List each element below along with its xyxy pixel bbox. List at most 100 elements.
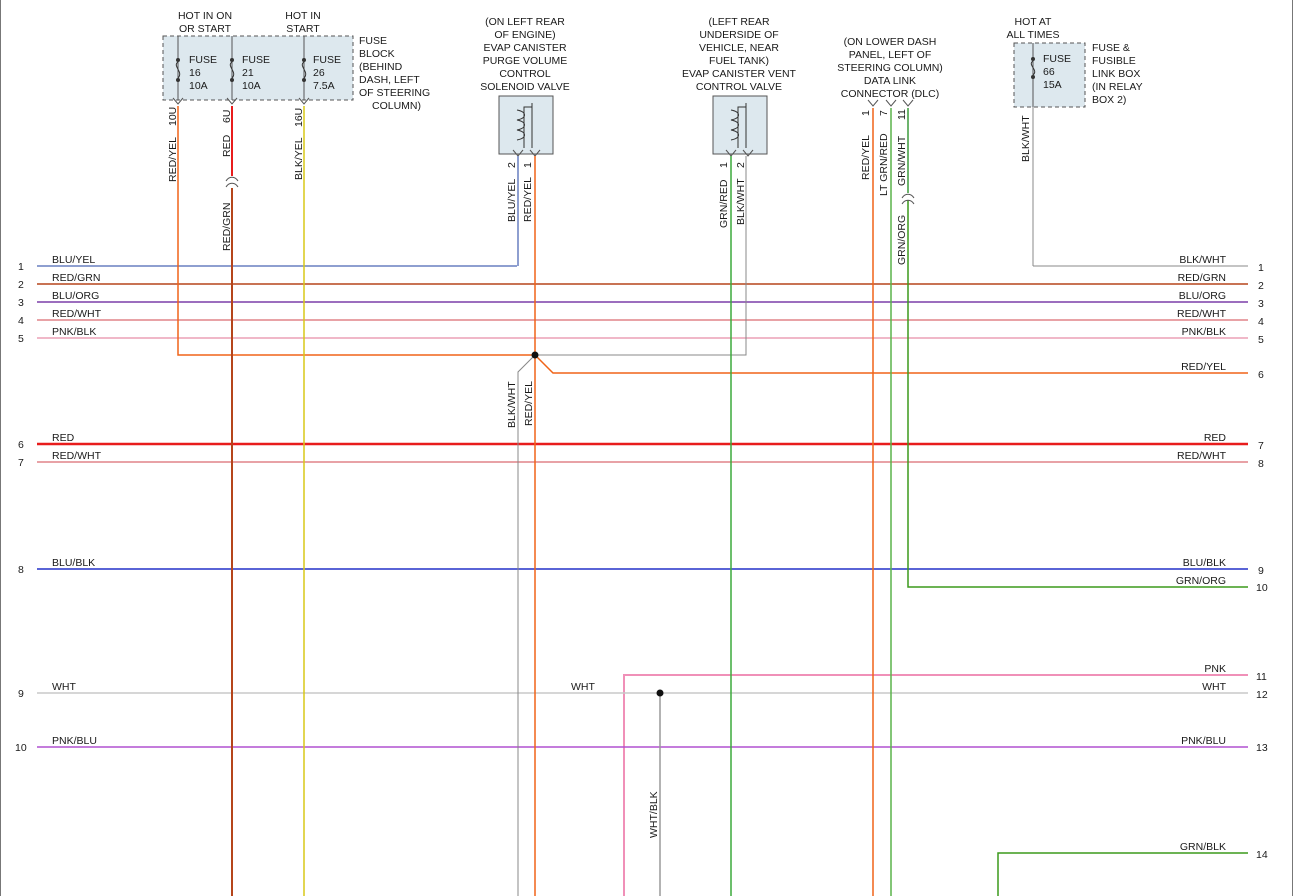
fuse66-hot-label: HOT AT: [1015, 16, 1053, 28]
wire-pnk: [623, 674, 1248, 896]
fuse-26-number: 26: [313, 67, 325, 79]
svg-text:OF ENGINE): OF ENGINE): [494, 29, 555, 41]
vent-valve-label: (LEFT REAR UNDERSIDE OF VEHICLE, NEAR FU…: [682, 16, 797, 93]
right-row-num: 9: [1258, 565, 1264, 577]
svg-text:FUSE: FUSE: [359, 35, 387, 47]
purge-wire-right-label: RED/YEL: [522, 177, 534, 222]
left-row-num: 3: [18, 297, 24, 309]
right-row-num: 8: [1258, 458, 1264, 470]
vent-wire-right-label: BLK/WHT: [735, 178, 747, 225]
right-row-label: BLU/BLK: [1183, 557, 1226, 569]
wire-grn-blk: [997, 852, 1248, 896]
right-row-labels: BLK/WHT 1 RED/GRN 2 BLU/ORG 3 RED/WHT 4 …: [1176, 254, 1268, 861]
fuse-21-rating: 10A: [242, 80, 261, 92]
right-row-num: 6: [1258, 369, 1264, 381]
right-row-label: RED/WHT: [1177, 308, 1227, 320]
right-row-label: GRN/BLK: [1180, 841, 1226, 853]
svg-text:COLUMN): COLUMN): [372, 100, 421, 112]
splice-dot: [656, 689, 664, 697]
left-row-label: RED/WHT: [52, 308, 102, 320]
connector-arrow-icon: [226, 97, 238, 105]
fuse26-hot-label: HOT IN: [285, 10, 320, 22]
fuse16-wire-label: RED/YEL: [167, 137, 179, 182]
svg-text:EVAP CANISTER VENT: EVAP CANISTER VENT: [682, 68, 797, 80]
fuse21-wire-label: RED: [221, 134, 233, 157]
fuse-16-symbol-icon: [175, 58, 181, 82]
vent-pin-2: 2: [735, 162, 747, 168]
dlc-pin-7: 7: [878, 110, 890, 116]
inline-connector-icon: [225, 176, 239, 188]
purge-wire-left-label: BLU/YEL: [506, 179, 518, 222]
right-row-label: PNK/BLK: [1182, 326, 1226, 338]
wht-blk-label: WHT/BLK: [648, 791, 660, 838]
svg-text:CONNECTOR (DLC): CONNECTOR (DLC): [841, 88, 939, 100]
inline-connector-icon: [901, 193, 915, 205]
svg-text:FUEL TANK): FUEL TANK): [709, 55, 769, 67]
purge-lower-right-label: RED/YEL: [523, 381, 535, 426]
left-row-label: WHT: [52, 681, 76, 693]
purge-solenoid-icon: [498, 95, 554, 157]
fuse-66-name: FUSE: [1043, 53, 1071, 65]
connector-arrow-icon: [867, 99, 879, 107]
right-row-num: 11: [1256, 671, 1267, 683]
left-row-label: RED: [52, 432, 75, 444]
vent-solenoid-icon: [712, 95, 768, 157]
fuse-66-rating: 15A: [1043, 79, 1062, 91]
svg-text:PANEL, LEFT OF: PANEL, LEFT OF: [849, 49, 931, 61]
left-row-label: BLU/YEL: [52, 254, 95, 266]
right-row-num: 7: [1258, 440, 1264, 452]
wire-red-yel-fuse16: [177, 106, 535, 356]
left-row-num: 7: [18, 457, 24, 469]
right-row-label: RED/WHT: [1177, 450, 1227, 462]
fuse26-hot-label: START: [286, 23, 320, 35]
connector-arrow-icon: [172, 97, 184, 105]
svg-text:BLOCK: BLOCK: [359, 48, 395, 60]
dlc-wire-11-label: GRN/WHT: [896, 135, 908, 186]
fuse-21-symbol-icon: [229, 58, 235, 82]
vent-pin-1: 1: [718, 162, 730, 168]
connector-arrow-icon: [902, 99, 914, 107]
left-row-num: 8: [18, 564, 24, 576]
left-row-num: 6: [18, 439, 24, 451]
fuse21-pin-label: 6U: [221, 110, 233, 123]
right-row-label: RED/YEL: [1181, 361, 1226, 373]
right-row-label: RED/GRN: [1178, 272, 1226, 284]
svg-text:FUSE &: FUSE &: [1092, 42, 1130, 54]
fuse-21-number: 21: [242, 67, 254, 79]
right-row-num: 4: [1258, 316, 1264, 328]
svg-text:BOX 2): BOX 2): [1092, 94, 1126, 106]
svg-text:(IN RELAY: (IN RELAY: [1092, 81, 1143, 93]
right-row-num: 10: [1256, 582, 1268, 594]
svg-text:EVAP CANISTER: EVAP CANISTER: [483, 42, 566, 54]
right-row-label: PNK: [1204, 663, 1226, 675]
svg-text:SOLENOID VALVE: SOLENOID VALVE: [480, 81, 569, 93]
fuse16-pin-label: 10U: [167, 107, 179, 126]
svg-text:OF STEERING: OF STEERING: [359, 87, 430, 99]
fusible-box-label: FUSE & FUSIBLE LINK BOX (IN RELAY BOX 2): [1092, 42, 1143, 106]
left-row-labels: 1 BLU/YEL 2 RED/GRN 3 BLU/ORG 4 RED/WHT …: [15, 254, 102, 754]
wire-red-yel-right: [534, 354, 1248, 374]
right-row-label: BLK/WHT: [1179, 254, 1226, 266]
svg-text:(BEHIND: (BEHIND: [359, 61, 403, 73]
fusible-link-box: [1013, 42, 1086, 108]
purge-pin-1: 1: [522, 162, 534, 168]
dlc-label: (ON LOWER DASH PANEL, LEFT OF STEERING C…: [837, 36, 943, 100]
right-row-num: 2: [1258, 280, 1264, 292]
fuse66-hot-label: ALL TIMES: [1006, 29, 1059, 41]
left-row-label: BLU/BLK: [52, 557, 95, 569]
wire-grn-org: [907, 200, 1248, 588]
svg-text:(ON LEFT REAR: (ON LEFT REAR: [485, 16, 565, 28]
wire-blk-wht-vent: [535, 156, 747, 356]
fuse-66-symbol-icon: [1030, 57, 1036, 79]
right-row-num: 1: [1258, 262, 1264, 274]
connector-arrow-icon: [298, 97, 310, 105]
fuse-16-number: 16: [189, 67, 201, 79]
svg-text:DASH, LEFT: DASH, LEFT: [359, 74, 420, 86]
right-row-label: WHT: [1202, 681, 1226, 693]
svg-text:LINK BOX: LINK BOX: [1092, 68, 1140, 80]
left-row-num: 5: [18, 333, 24, 345]
dlc-wire-7-label: LT GRN/RED: [878, 133, 890, 196]
splice-dot: [531, 351, 539, 359]
fuse26-wire-label: BLK/YEL: [293, 137, 305, 180]
